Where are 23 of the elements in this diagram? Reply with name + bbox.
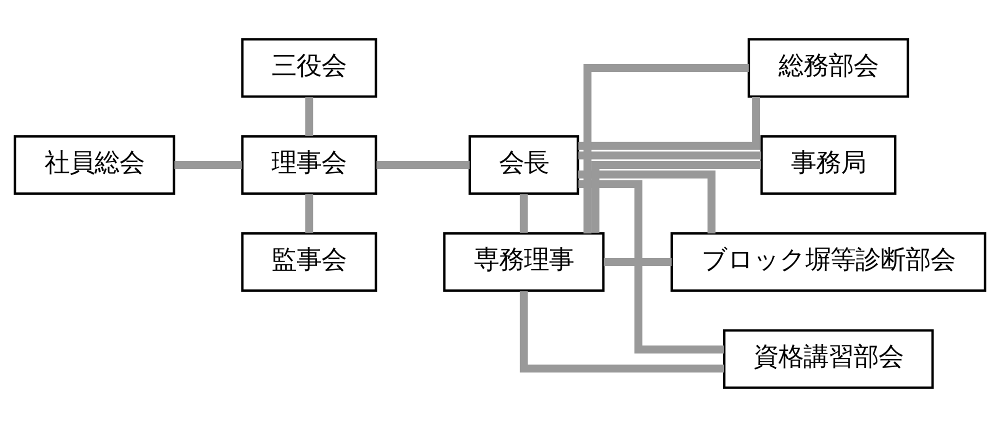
connector <box>578 151 762 160</box>
connector <box>578 97 760 150</box>
connector <box>305 194 314 233</box>
node-box: 監事会 <box>241 232 378 292</box>
connector <box>174 161 242 169</box>
connector <box>305 97 314 136</box>
connector <box>520 194 528 233</box>
node-box: 理事会 <box>241 135 378 195</box>
connector <box>584 64 749 234</box>
node-box: 専務理事 <box>443 232 605 292</box>
connector <box>578 170 716 234</box>
node-box: 会長 <box>468 135 580 195</box>
connector <box>578 180 724 354</box>
connector <box>591 161 762 233</box>
node-box: 事務局 <box>760 135 896 195</box>
connector <box>376 161 470 169</box>
node-box: 三役会 <box>241 38 378 98</box>
connector <box>604 258 672 266</box>
node-box: 資格講習部会 <box>723 329 934 389</box>
node-box: 総務部会 <box>748 38 910 98</box>
connector <box>520 291 724 373</box>
node-box: ブロック塀等診断部会 <box>670 232 986 292</box>
node-box: 社員総会 <box>14 135 176 195</box>
